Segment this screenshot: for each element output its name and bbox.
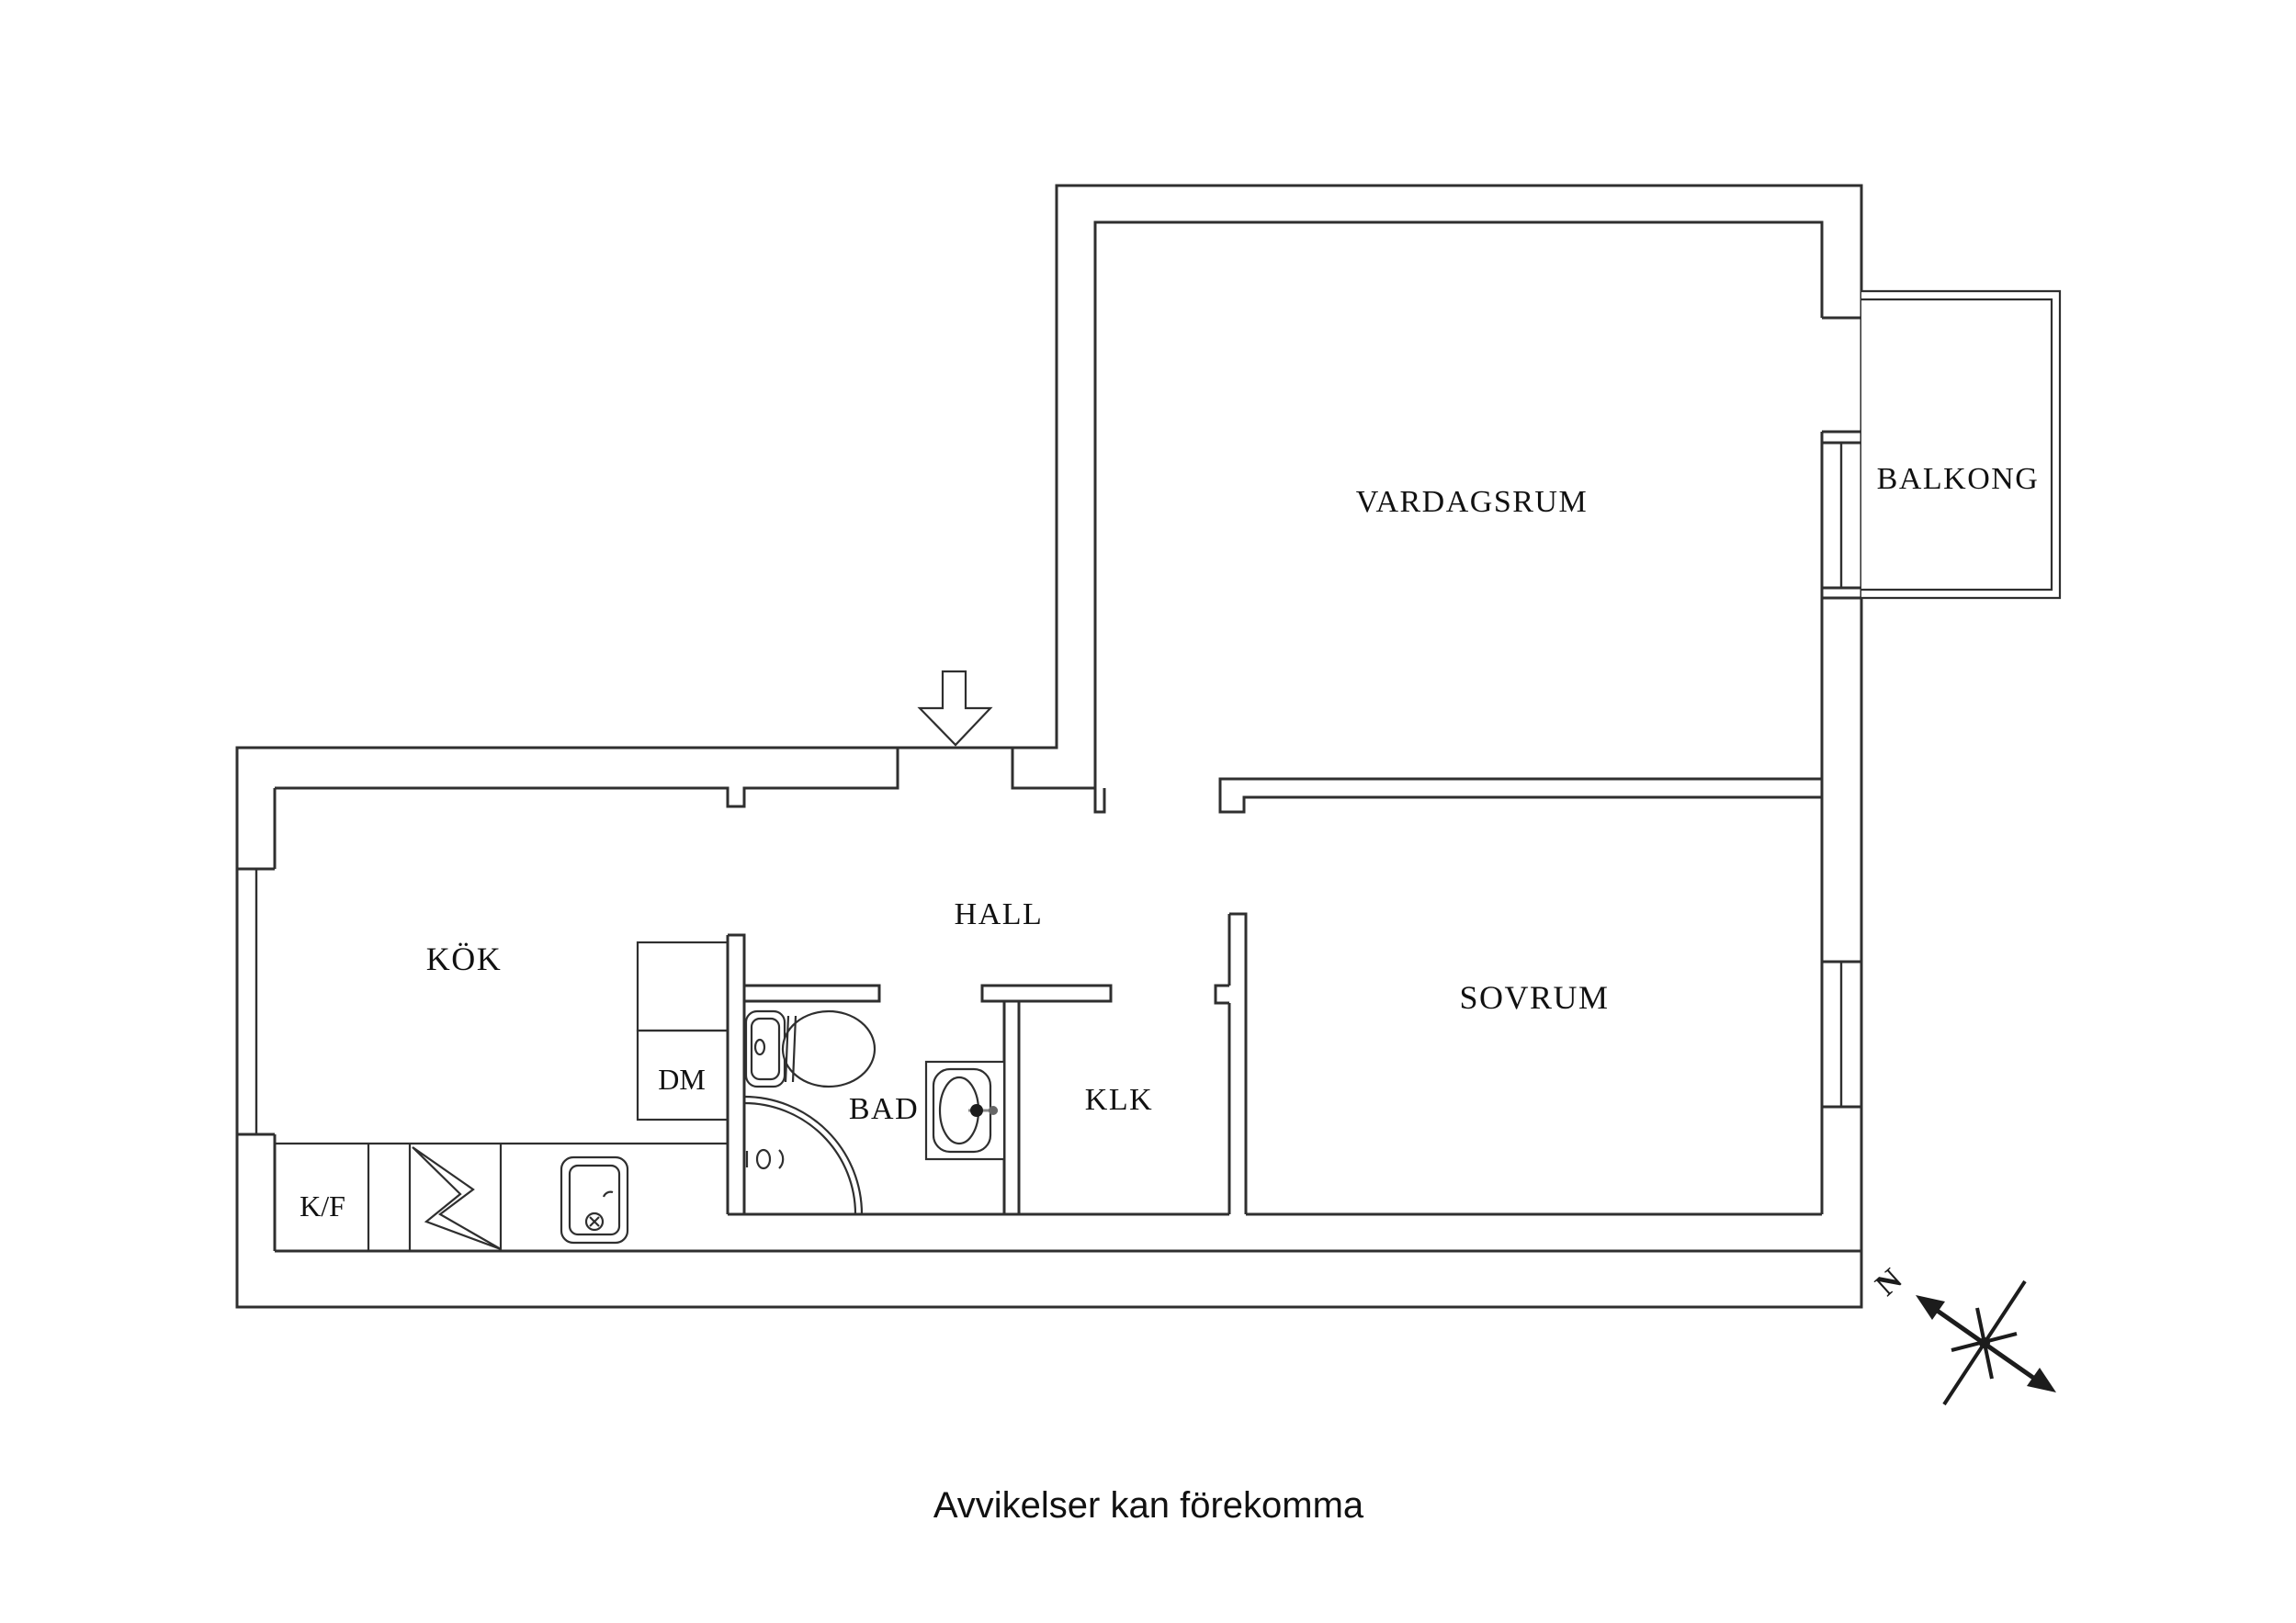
- bathroom-fixtures: [743, 1009, 1006, 1215]
- exterior-walls: [235, 184, 1863, 1309]
- compass-rose: N: [1869, 1262, 2056, 1406]
- label-dishwasher: DM: [658, 1063, 706, 1096]
- kitchen-fixtures: [275, 941, 730, 1251]
- label-vardagsrum: VARDAGSRUM: [1356, 485, 1588, 519]
- outer-boundary: [235, 184, 1863, 1309]
- bad-klk-wall: [1002, 1001, 1021, 1216]
- room-labels: VARDAGSRUM BALKONG KÖK HALL BAD KLK SOVR…: [300, 462, 2040, 1223]
- balcony-outer-rail: [1861, 289, 2062, 600]
- balcony-structure: [1861, 289, 2062, 600]
- compass-north-label: N: [1869, 1262, 1908, 1302]
- livingroom-window: [1822, 430, 1861, 600]
- label-fridge-freezer: K/F: [300, 1189, 345, 1223]
- entry-arrow-icon: [917, 670, 993, 747]
- counter-dividers: [367, 1144, 503, 1251]
- bad-left-wall: [726, 933, 746, 1216]
- vardagsrum-sovrum-wall: [1218, 777, 1822, 814]
- stove-icon: [412, 1146, 502, 1251]
- compass-north-arrow: [1916, 1295, 1945, 1320]
- cabinet-box: [636, 941, 730, 1032]
- bedroom-window: [1822, 960, 1861, 1109]
- balcony-inner-rail: [1861, 298, 2053, 592]
- kitchen-sink-icon: [560, 1155, 629, 1245]
- bad-top-wall: [744, 984, 881, 1003]
- label-balkong: BALKONG: [1877, 462, 2040, 496]
- interior-walls: [726, 777, 1822, 1216]
- kitchen-window: [237, 867, 275, 1136]
- band-top-inner: [275, 748, 1106, 814]
- label-bad: BAD: [849, 1092, 919, 1126]
- upper-inner-faces: [1093, 220, 1824, 788]
- disclaimer-caption: Avvikelser kan förekomma: [933, 1485, 1364, 1526]
- label-kok: KÖK: [426, 941, 503, 977]
- label-klk: KLK: [1085, 1083, 1153, 1117]
- label-hall: HALL: [955, 897, 1044, 931]
- sovrum-left-wall: [1214, 912, 1248, 1214]
- compass-south-arrow: [2027, 1368, 2056, 1392]
- washbasin-icon: [924, 1060, 1006, 1161]
- toilet-icon: [744, 1009, 877, 1088]
- klk-top-wall: [980, 984, 1113, 1003]
- dishwasher-box: [636, 1029, 730, 1121]
- shower-arc: [743, 1095, 864, 1215]
- windows: [237, 430, 1861, 1136]
- label-sovrum: SOVRUM: [1459, 979, 1609, 1016]
- floor-drain-icon: [745, 1148, 785, 1170]
